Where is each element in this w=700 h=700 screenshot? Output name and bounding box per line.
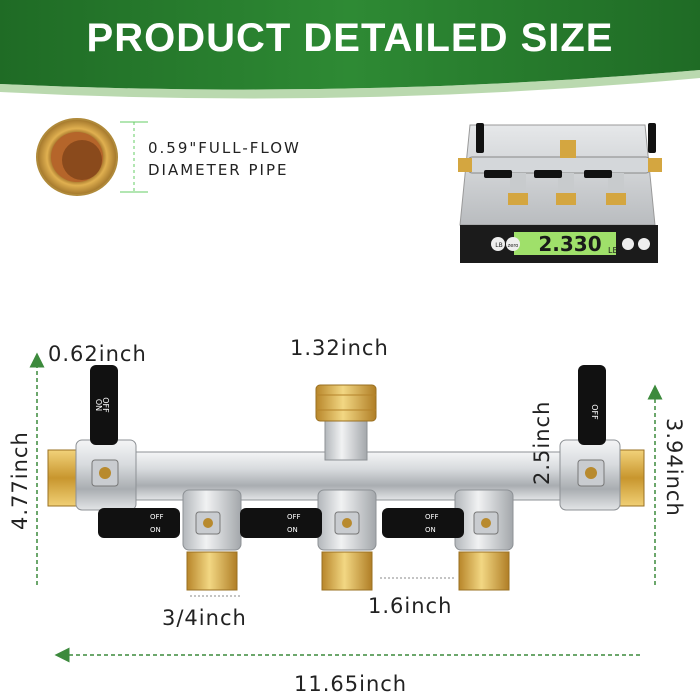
right-valve-handle xyxy=(578,365,606,445)
top-inlet-label: 1.32inch xyxy=(290,336,389,360)
outlet-3-on-label: ON xyxy=(425,526,436,534)
outlet-1-on-label: ON xyxy=(150,526,161,534)
pipe-cross-section-illustration xyxy=(36,118,148,196)
outlet-2: OFF ON xyxy=(240,489,377,591)
scale-lb-label: LB xyxy=(495,242,502,249)
outlet-1: OFF ON xyxy=(98,489,242,591)
outlet-2-off-label: OFF xyxy=(287,513,301,521)
page-title: PRODUCT DETAILED SIZE xyxy=(86,16,614,60)
right-height-label: 3.94inch xyxy=(662,418,686,517)
banner-background xyxy=(0,0,700,99)
top-inlet-brass-nut xyxy=(315,384,377,422)
outlet-3: OFF ON xyxy=(382,489,514,591)
outlet-2-on-label: ON xyxy=(287,526,298,534)
scale-unit: LB xyxy=(608,246,618,255)
pipe-caption-line2: DIAMETER PIPE xyxy=(148,161,289,179)
scale-button-right-1 xyxy=(622,238,634,250)
right-handle-off-label: OFF xyxy=(590,404,599,420)
left-brass-connector xyxy=(47,449,79,507)
scale-zero-button xyxy=(506,237,520,251)
left-handle-off-label: OFF xyxy=(101,397,110,413)
scale-reading: 2.330 xyxy=(538,232,601,256)
left-handle-on-label: ON xyxy=(94,399,103,411)
total-height-label: 4.77inch xyxy=(8,431,32,530)
scale-zero-label: zero xyxy=(508,243,519,249)
valve-height-label: 2.5inch xyxy=(530,400,554,485)
left-valve-handle xyxy=(90,365,118,445)
handle-width-label: 0.62inch xyxy=(48,342,147,366)
total-length-label: 11.65inch xyxy=(294,672,408,696)
scale-weight-illustration: LB zero 2.330 LB xyxy=(458,123,662,263)
outlet-spacing-label: 1.6inch xyxy=(368,594,453,618)
outlet-width-label: 3/4inch xyxy=(162,606,247,630)
pipe-caption-line1: 0.59"FULL-FLOW xyxy=(148,139,301,157)
scale-button-right-2 xyxy=(638,238,650,250)
top-inlet-stem xyxy=(324,414,368,461)
outlet-3-off-label: OFF xyxy=(425,513,439,521)
pipe-diameter-caption: 0.59"FULL-FLOW DIAMETER PIPE xyxy=(148,137,301,181)
scale-lb-button xyxy=(491,237,505,251)
header-banner: PRODUCT DETAILED SIZE xyxy=(0,0,700,99)
outlet-1-off-label: OFF xyxy=(150,513,164,521)
